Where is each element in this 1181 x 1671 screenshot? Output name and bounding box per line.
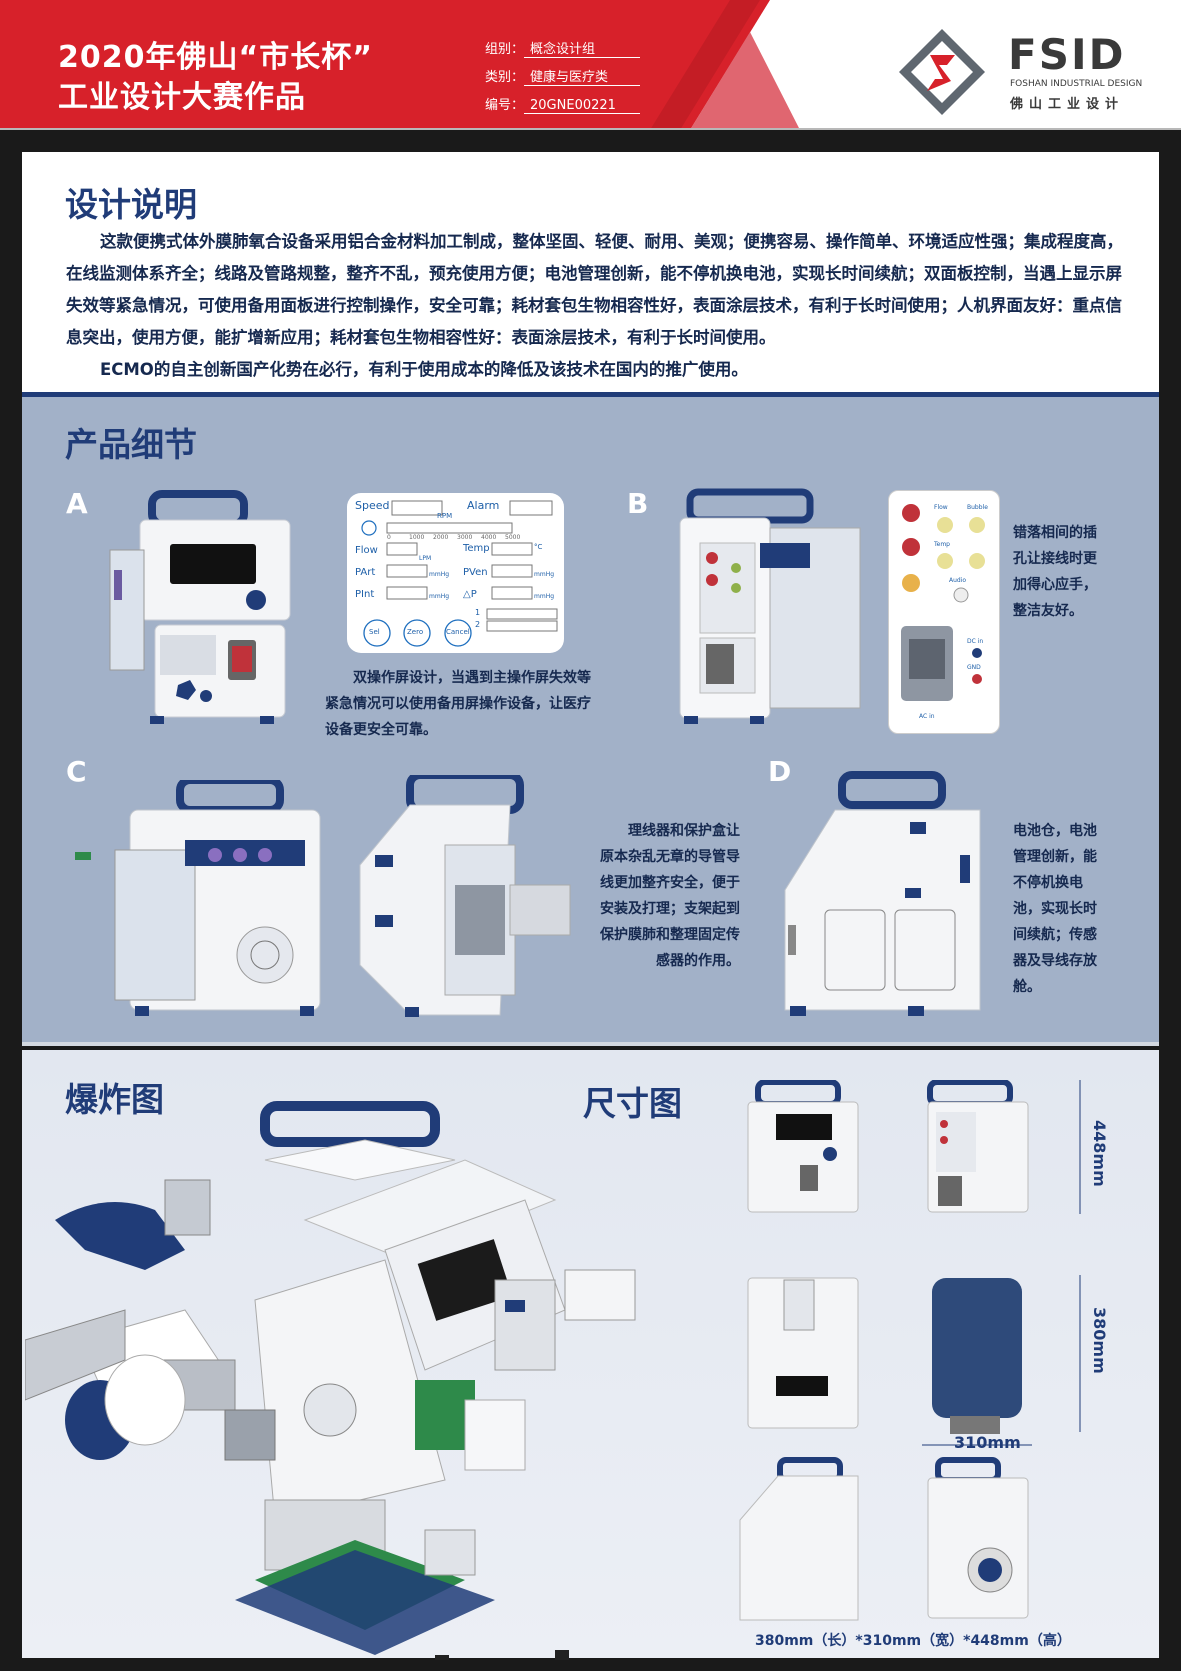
- meta-number: 编号：20GNE00221: [485, 94, 641, 114]
- label-b-flow: Flow: [934, 504, 948, 511]
- label-rpm: RPM: [437, 512, 453, 520]
- meta-category-label: 类别：: [485, 70, 525, 85]
- control-panel-diagram: Speed Alarm RPM 0 1000 2000 3000 4000 50…: [347, 493, 564, 653]
- label-b-audio: Audio: [949, 577, 967, 584]
- section-divider-2: [22, 1042, 1159, 1046]
- design-paragraph-1: 这款便携式体外膜肺氧合设备采用铝合金材料加工制成，整体坚固、轻便、耐用、美观；便…: [66, 232, 1123, 347]
- connector-panel: Flow Bubble Temp Audio DC in GND AC in: [888, 490, 1000, 734]
- tick-1000: 1000: [409, 534, 425, 541]
- section-divider: [22, 392, 1159, 397]
- zero-button: Zero: [407, 628, 424, 636]
- label-b-temp: Temp: [934, 541, 950, 548]
- detail-c-caption: 理线器和保护盒让原本杂乱无章的导管导线更加整齐安全，便于安装及打理；支架起到保护…: [600, 823, 740, 969]
- label-pven: PVen: [463, 567, 488, 578]
- label-flow: Flow: [355, 545, 378, 556]
- tick-0: 0: [387, 534, 391, 541]
- dimension-height: 448mm: [1090, 1120, 1109, 1187]
- label-temp: Temp: [463, 543, 490, 554]
- meta-group-label: 组别：: [485, 42, 525, 57]
- fsid-logo-icon: [899, 29, 985, 115]
- design-title: 设计说明: [65, 185, 197, 224]
- detail-b-caption: 错落相间的插孔让接线时更加得心应手，整洁友好。: [1013, 525, 1097, 619]
- device-front-image: [109, 490, 291, 724]
- meta-group-value: 概念设计组: [524, 38, 641, 58]
- design-paragraph-2: ECMO的自主创新国产化势在必行，有利于使用成本的降低及该技术在国内的推广使用。: [100, 360, 748, 379]
- device-side-image: [679, 488, 861, 724]
- meta-number-value: 20GNE00221: [524, 98, 641, 114]
- dimension-depth: 380mm: [1090, 1307, 1109, 1374]
- header-logo-area: [828, 0, 1181, 130]
- label-mmhg-2: mmHg: [534, 571, 555, 578]
- details-title: 产品细节: [65, 425, 197, 464]
- meta-group: 组别：概念设计组: [485, 38, 641, 58]
- label-alarm: Alarm: [467, 499, 500, 512]
- label-b-bubble: Bubble: [967, 504, 988, 511]
- meta-category-value: 健康与医疗类: [524, 66, 641, 86]
- label-b-gnd: GND: [967, 664, 981, 671]
- device-organizer-image: [359, 775, 571, 1017]
- label-dp: △P: [463, 589, 477, 600]
- label-battery-2: 2: [475, 620, 481, 629]
- label-celsius: °C: [534, 543, 543, 551]
- header-decoration: [0, 0, 1181, 130]
- label-b-ac-in: AC in: [919, 713, 935, 720]
- tick-5000: 5000: [505, 534, 521, 541]
- meta-category: 类别：健康与医疗类: [485, 66, 641, 86]
- exploded-title: 爆炸图: [65, 1080, 164, 1119]
- dimension-views-image: [739, 1080, 1081, 1621]
- title-line-2: 工业设计大赛作品: [58, 80, 306, 115]
- label-part: PArt: [355, 567, 376, 578]
- detail-d-caption: 电池仓，电池管理创新，能不停机换电池，实现长时间续航；传感器及导线存放舱。: [1013, 823, 1097, 995]
- label-speed: Speed: [355, 499, 390, 512]
- detail-label-b: B: [627, 487, 649, 520]
- tick-4000: 4000: [481, 534, 497, 541]
- device-battery-image: [784, 771, 981, 1016]
- control-panel-graphics: [361, 500, 558, 647]
- dimension-summary: 380mm（长）*310mm（宽）*448mm（高）: [755, 1633, 1071, 1649]
- fsid-logo-subtitle: FOSHAN INDUSTRIAL DESIGN: [1010, 79, 1143, 89]
- label-mmhg-4: mmHg: [534, 593, 555, 600]
- detail-label-c: C: [66, 755, 87, 788]
- detail-a-caption: 双操作屏设计，当遇到主操作屏失效等紧急情况可以使用备用屏操作设备，让医疗设备更安…: [325, 670, 591, 738]
- dimension-width: 310mm: [954, 1433, 1021, 1452]
- title-line-1: 2020年佛山“市长杯”: [58, 40, 373, 75]
- sel-button: Sel: [369, 628, 380, 636]
- label-battery-1: 1: [475, 608, 481, 617]
- detail-label-a: A: [66, 487, 88, 520]
- fsid-logo-chinese: 佛山工业设计: [1010, 97, 1125, 112]
- label-mmhg-1: mmHg: [429, 571, 450, 578]
- label-pint: PInt: [355, 589, 375, 600]
- cancel-button: Cancel: [446, 628, 470, 636]
- label-mmhg-3: mmHg: [429, 593, 450, 600]
- connector-panel-graphics: [901, 504, 985, 701]
- tick-3000: 3000: [457, 534, 473, 541]
- detail-label-d: D: [768, 755, 792, 788]
- tick-2000: 2000: [433, 534, 449, 541]
- fsid-logo-text: FSID: [1008, 30, 1126, 79]
- device-tubing-image: [75, 780, 321, 1016]
- label-lpm: LPM: [419, 555, 432, 562]
- label-b-dc-in: DC in: [967, 638, 984, 645]
- design-section: [22, 152, 1159, 392]
- exploded-view-image: [25, 1101, 636, 1660]
- meta-number-label: 编号：: [485, 98, 525, 113]
- dimensions-title: 尺寸图: [583, 1084, 682, 1123]
